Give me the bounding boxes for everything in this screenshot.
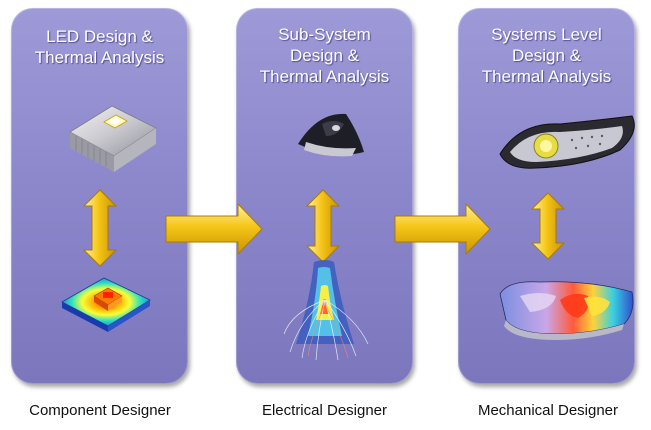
double-arrow-vertical-icon [305,189,341,263]
panel-title-line: Thermal Analysis [34,48,165,67]
panel-title-line: Design & [290,46,359,65]
arrow-right-icon [165,202,263,256]
panel-title-line: Sub-System [278,25,371,44]
airflow-plume-icon [283,260,369,361]
lamp-housing-icon [298,113,364,157]
panel-title-component: LED Design & Thermal Analysis [11,26,188,68]
headlamp-thermal-map-icon [499,281,634,340]
panel-title-subsystem: Sub-System Design & Thermal Analysis [236,24,413,87]
arrow-right-icon [394,202,491,256]
led-thermal-map-icon [61,277,151,332]
panel-title-line: Systems Level [491,25,602,44]
led-heatsink-icon [69,105,157,172]
double-arrow-vertical-icon [530,192,566,260]
footer-label-electrical: Electrical Designer [261,402,388,419]
panel-title-line: Thermal Analysis [481,67,612,86]
panel-title-line: Design & [512,46,581,65]
double-arrow-vertical-icon [82,189,118,267]
footer-label-mechanical: Mechanical Designer [477,402,619,419]
headlamp-icon [499,115,635,169]
panel-title-system: Systems Level Design & Thermal Analysis [458,24,635,87]
footer-label-component: Component Designer [29,402,171,419]
panel-title-line: LED Design & [46,27,153,46]
panel-title-line: Thermal Analysis [259,67,390,86]
